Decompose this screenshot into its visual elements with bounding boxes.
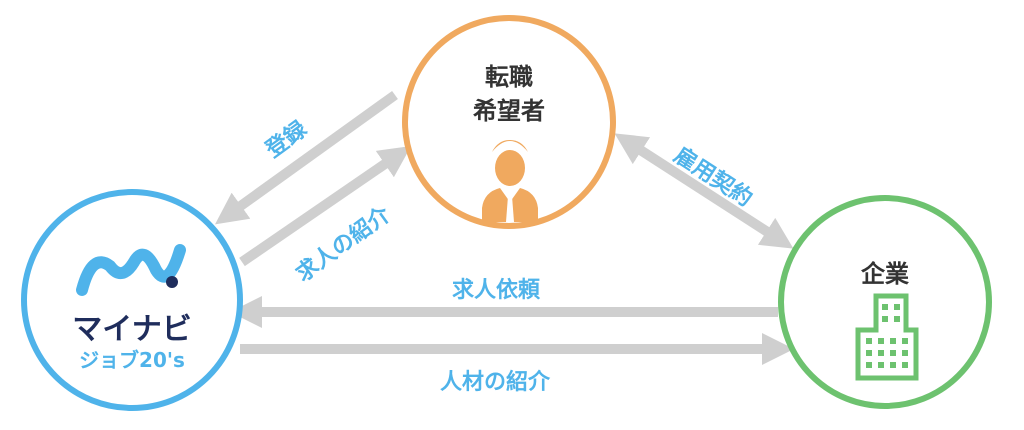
building-icon bbox=[855, 293, 919, 381]
mynavi-node bbox=[21, 189, 243, 411]
mynavi-logo-mark bbox=[76, 244, 186, 296]
seeker-label-line2: 希望者 bbox=[473, 97, 545, 125]
job-intro-arrow bbox=[239, 145, 412, 267]
seeker-node bbox=[402, 15, 616, 229]
company-node bbox=[778, 195, 992, 409]
register-arrow bbox=[215, 90, 398, 225]
company-label: 企業 bbox=[861, 260, 909, 288]
person-icon bbox=[482, 140, 538, 222]
seeker-label-line1: 転職 bbox=[485, 63, 533, 91]
mynavi-logo-sub: ジョブ20's bbox=[79, 348, 185, 372]
employment-arrow bbox=[614, 133, 794, 249]
job-request-label: 求人依頼 bbox=[452, 278, 541, 303]
seeker-label: 転職 希望者 bbox=[449, 60, 569, 128]
talent-intro-label: 人材の紹介 bbox=[440, 370, 551, 395]
mynavi-logo-main: マイナビ bbox=[72, 312, 192, 347]
